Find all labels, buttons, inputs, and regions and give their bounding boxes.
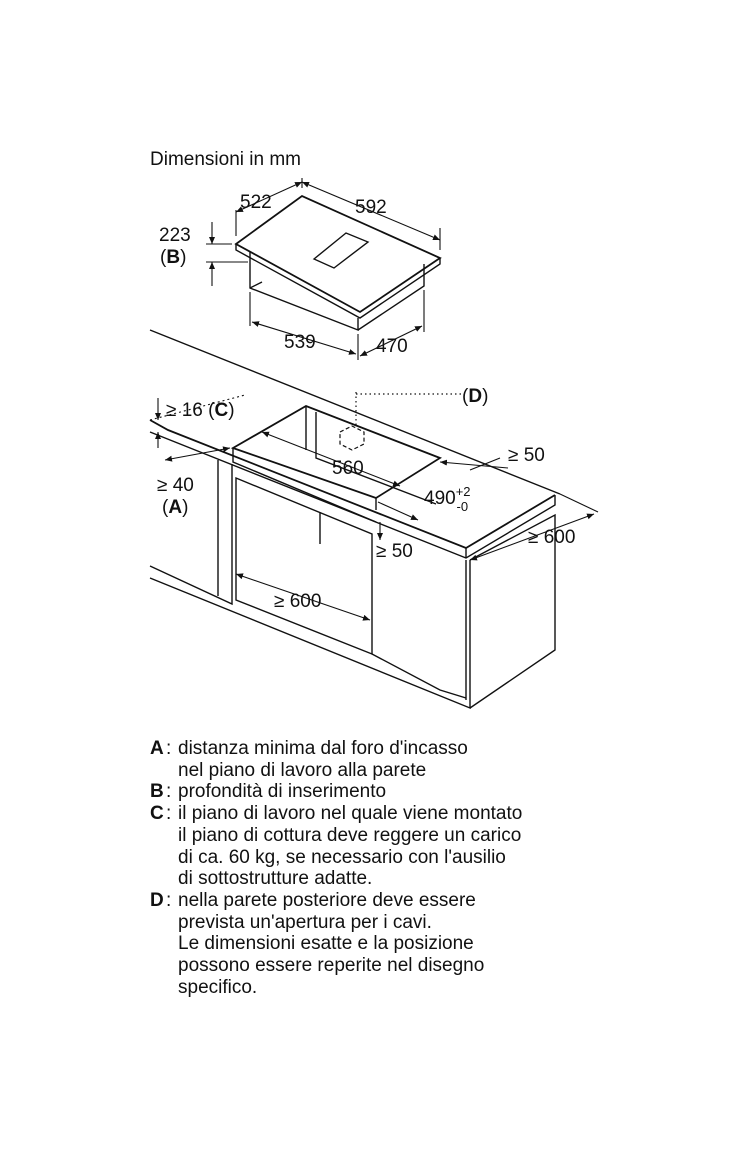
legend-key: D [150,889,164,911]
hob-dimensions [206,178,441,360]
cutout-width-label: 560 [332,458,364,479]
cabinet-width-label: ≥ 600 [274,591,321,612]
legend: A: distanza minima dal foro d'incasso ne… [150,738,620,998]
legend-key: A [150,738,164,759]
rear-clearance-label: ≥ 50 [508,445,545,466]
hob-drawing [234,194,442,332]
hob-height-key: (B) [160,247,186,268]
wall-distance-label: ≥ 40 [157,475,194,496]
installation-diagram: Dimensioni in mm 522 592 223 (B) 539 470 [149,149,599,710]
cutout-depth-label: 490+2-0 [424,484,471,514]
cable-opening-key: (D) [462,386,488,407]
legend-key: C [150,803,164,825]
worktop-thickness-label: ≥ 16 (C) [166,400,235,421]
worktop-drawing [149,329,561,710]
legend-text: il piano di lavoro nel quale viene monta… [178,803,523,890]
legend-item-a: A: distanza minima dal foro d'incasso ne… [150,738,468,781]
hob-height-label: 223 [159,225,191,246]
hob-body-depth-label: 470 [376,336,408,357]
legend-item-c: C: il piano di lavoro nel quale viene mo… [150,803,523,890]
worktop-depth-label: ≥ 600 [528,527,575,548]
worktop-dimensions [149,394,599,621]
hob-depth-label: 522 [240,192,272,213]
hob-width-label: 592 [355,197,387,218]
diagram-title: Dimensioni in mm [150,149,301,170]
legend-item-d: D: nella parete posteriore deve essere p… [150,889,485,998]
front-clearance-label: ≥ 50 [376,541,413,562]
legend-text: nella parete posteriore deve essere prev… [178,889,485,998]
legend-item-b: B: profondità di inserimento [150,781,387,803]
legend-text: profondità di inserimento [178,781,387,803]
legend-key: B [150,781,164,803]
legend-text: distanza minima dal foro d'incasso nel p… [178,738,468,781]
wall-distance-key: (A) [162,497,188,518]
hob-body-width-label: 539 [284,332,316,353]
